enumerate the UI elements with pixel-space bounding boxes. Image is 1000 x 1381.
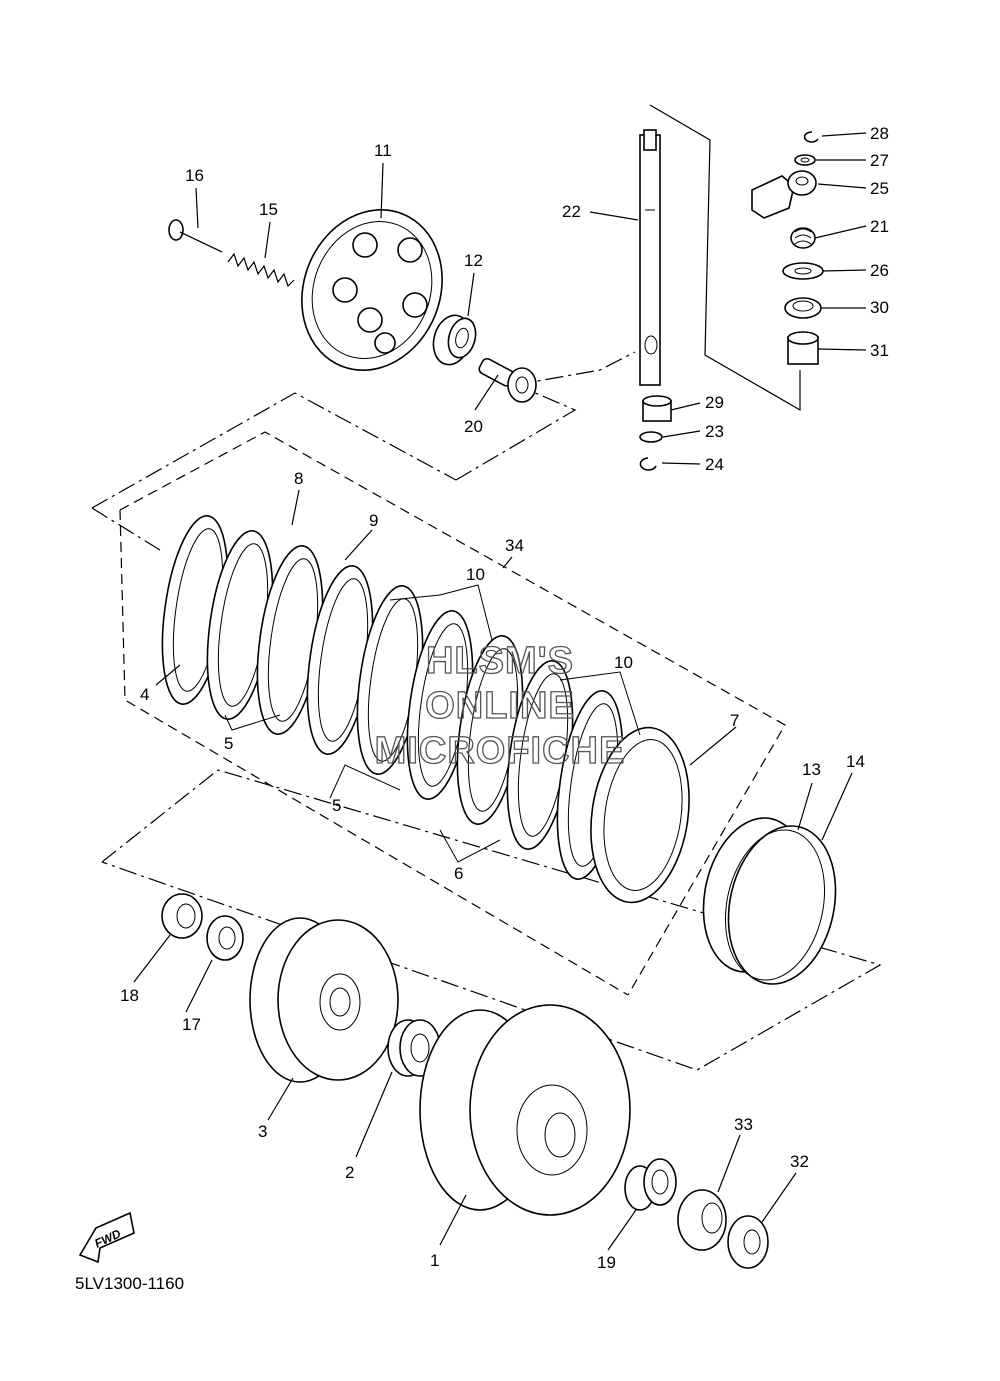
callout-6: 6 [454, 864, 463, 883]
washer-part-23[interactable] [639, 431, 663, 443]
callout-21: 21 [870, 217, 889, 236]
drawing-code: 5LV1300-1160 [75, 1274, 184, 1293]
watermark-line-1: HLSM'S [426, 640, 574, 682]
callout-4: 4 [140, 685, 149, 704]
callout-1: 1 [430, 1251, 439, 1270]
callout-33: 33 [734, 1115, 753, 1134]
washer-part-26[interactable] [782, 262, 824, 280]
bearing-part-19[interactable] [624, 1158, 677, 1211]
callout-28: 28 [870, 124, 889, 143]
callout-27: 27 [870, 151, 889, 170]
spacer-part-32[interactable] [727, 1215, 769, 1269]
fwd-direction-badge: FWD [78, 1211, 135, 1264]
bolt-part-16[interactable] [168, 219, 223, 253]
push-rod-part-22[interactable] [639, 129, 661, 386]
cushion-ring-part-14[interactable] [712, 816, 849, 994]
callout-7: 7 [730, 711, 739, 730]
push-piece-part-20[interactable] [477, 357, 537, 403]
callout-8: 8 [294, 469, 303, 488]
callout-29: 29 [705, 393, 724, 412]
lever-part-25[interactable] [751, 170, 817, 219]
circlip-part-28[interactable] [803, 131, 819, 143]
watermark-line-3: MICROFICHE [375, 730, 626, 772]
spring-part-21[interactable] [790, 227, 816, 249]
callout-18: 18 [120, 986, 139, 1005]
pressure-plate-part-11[interactable] [278, 188, 466, 391]
callout-19: 19 [597, 1253, 616, 1272]
oil-seal-part-30[interactable] [784, 297, 822, 319]
nut-part-18[interactable] [161, 893, 203, 939]
group-outlines [91, 104, 882, 1071]
leader-lines [133, 132, 867, 1251]
callout-5-left: 5 [224, 734, 233, 753]
spring-part-15[interactable] [227, 252, 295, 288]
bearing-part-12[interactable] [428, 311, 480, 369]
callout-17: 17 [182, 1015, 201, 1034]
callout-14: 14 [846, 752, 865, 771]
callout-31: 31 [870, 341, 889, 360]
callout-10-upper: 10 [466, 565, 485, 584]
lock-washer-part-17[interactable] [206, 915, 244, 961]
callout-9: 9 [369, 511, 378, 530]
watermark-line-2: ONLINE [425, 685, 575, 727]
clutch-housing-part-1[interactable] [419, 1004, 631, 1216]
clutch-boss-part-3[interactable] [249, 917, 399, 1083]
friction-plate-part-7[interactable] [580, 721, 700, 909]
callout-15: 15 [259, 200, 278, 219]
clutch-plate-stack [161, 515, 700, 909]
callout-11: 11 [374, 141, 392, 160]
callout-12: 12 [464, 251, 483, 270]
callout-23: 23 [705, 422, 724, 441]
bearing-part-31[interactable] [787, 331, 819, 365]
callout-10-lower: 10 [614, 653, 633, 672]
friction-plate-10b[interactable] [447, 632, 533, 829]
callout-13: 13 [802, 760, 821, 779]
washer-part-27[interactable] [794, 154, 816, 166]
callout-24: 24 [705, 455, 724, 474]
circlip-part-24[interactable] [639, 457, 657, 471]
callout-5-middle: 5 [332, 796, 341, 815]
callout-34: 34 [505, 536, 524, 555]
callout-20: 20 [464, 417, 483, 436]
callout-30: 30 [870, 298, 889, 317]
callout-3: 3 [258, 1122, 267, 1141]
callout-32: 32 [790, 1152, 809, 1171]
callout-2: 2 [345, 1163, 354, 1182]
gear-part-33[interactable] [677, 1189, 727, 1251]
callout-labels: 28 27 25 21 26 30 31 29 23 24 22 11 16 1… [120, 124, 889, 1272]
watermark: HLSM'S ONLINE MICROFICHE [374, 639, 626, 772]
callout-25: 25 [870, 179, 889, 198]
callout-22: 22 [562, 202, 581, 221]
callout-26: 26 [870, 261, 889, 280]
bearing-part-29[interactable] [642, 395, 672, 422]
callout-16: 16 [185, 166, 204, 185]
